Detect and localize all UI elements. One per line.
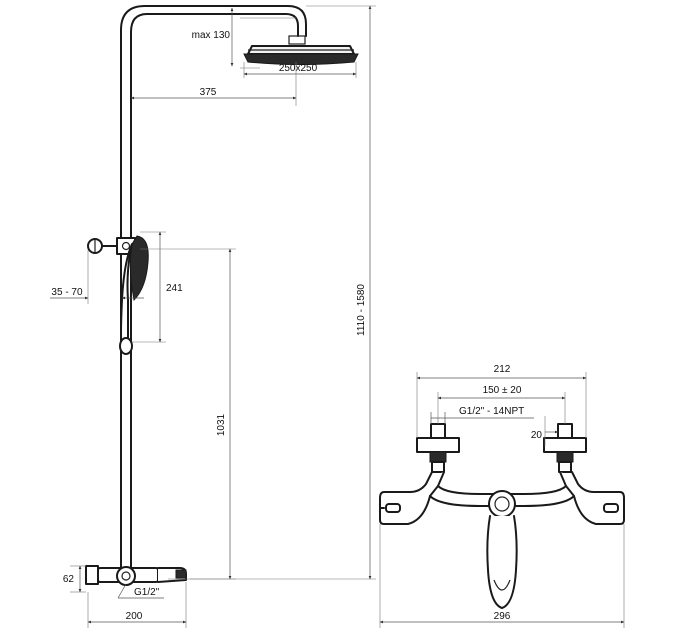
dimension-wall-gap: 35 - 70 bbox=[51, 287, 83, 298]
inlet-thread-label: G1/2" bbox=[134, 587, 160, 598]
right-control-slot bbox=[603, 503, 619, 513]
mixer-body bbox=[379, 471, 445, 525]
dimension-bar-height: 1031 bbox=[216, 413, 227, 436]
hand-shower bbox=[119, 235, 149, 355]
left-eccentric-connector bbox=[416, 423, 460, 473]
thermostatic-mixer-side bbox=[85, 565, 187, 586]
head-shower-connector bbox=[288, 35, 306, 45]
left-control-slot bbox=[385, 503, 401, 513]
dimension-max-height: max 130 bbox=[192, 30, 231, 41]
dimension-arm-length: 375 bbox=[200, 87, 217, 98]
dimension-centers: 150 ± 20 bbox=[483, 385, 522, 396]
rain-head-shower bbox=[243, 45, 359, 65]
dimension-total-height: 1110 - 1580 bbox=[356, 284, 367, 336]
right-eccentric-connector bbox=[543, 423, 587, 473]
dimension-projection: 200 bbox=[126, 611, 143, 622]
riser-pipe bbox=[120, 5, 307, 576]
diverter-knob bbox=[488, 490, 516, 518]
slider-bracket bbox=[87, 237, 136, 255]
shower-column-side-view: max 130 250x250 375 35 - 70 241 1031 111… bbox=[50, 5, 376, 628]
bath-spout bbox=[486, 515, 518, 609]
dimension-mixer-width: 212 bbox=[494, 364, 511, 375]
connection-thread-label: G1/2" - 14NPT bbox=[459, 406, 524, 417]
dimension-body-width: 296 bbox=[494, 611, 511, 622]
dimension-head-size: 250x250 bbox=[279, 63, 318, 74]
dimension-bottom-offset: 62 bbox=[63, 574, 75, 585]
dimension-hand-shower: 241 bbox=[166, 283, 183, 294]
mixer-front-view: 212 150 ± 20 G1/2" - 14NPT 20 296 bbox=[379, 364, 625, 628]
dimension-eccentric: 20 bbox=[531, 430, 543, 441]
